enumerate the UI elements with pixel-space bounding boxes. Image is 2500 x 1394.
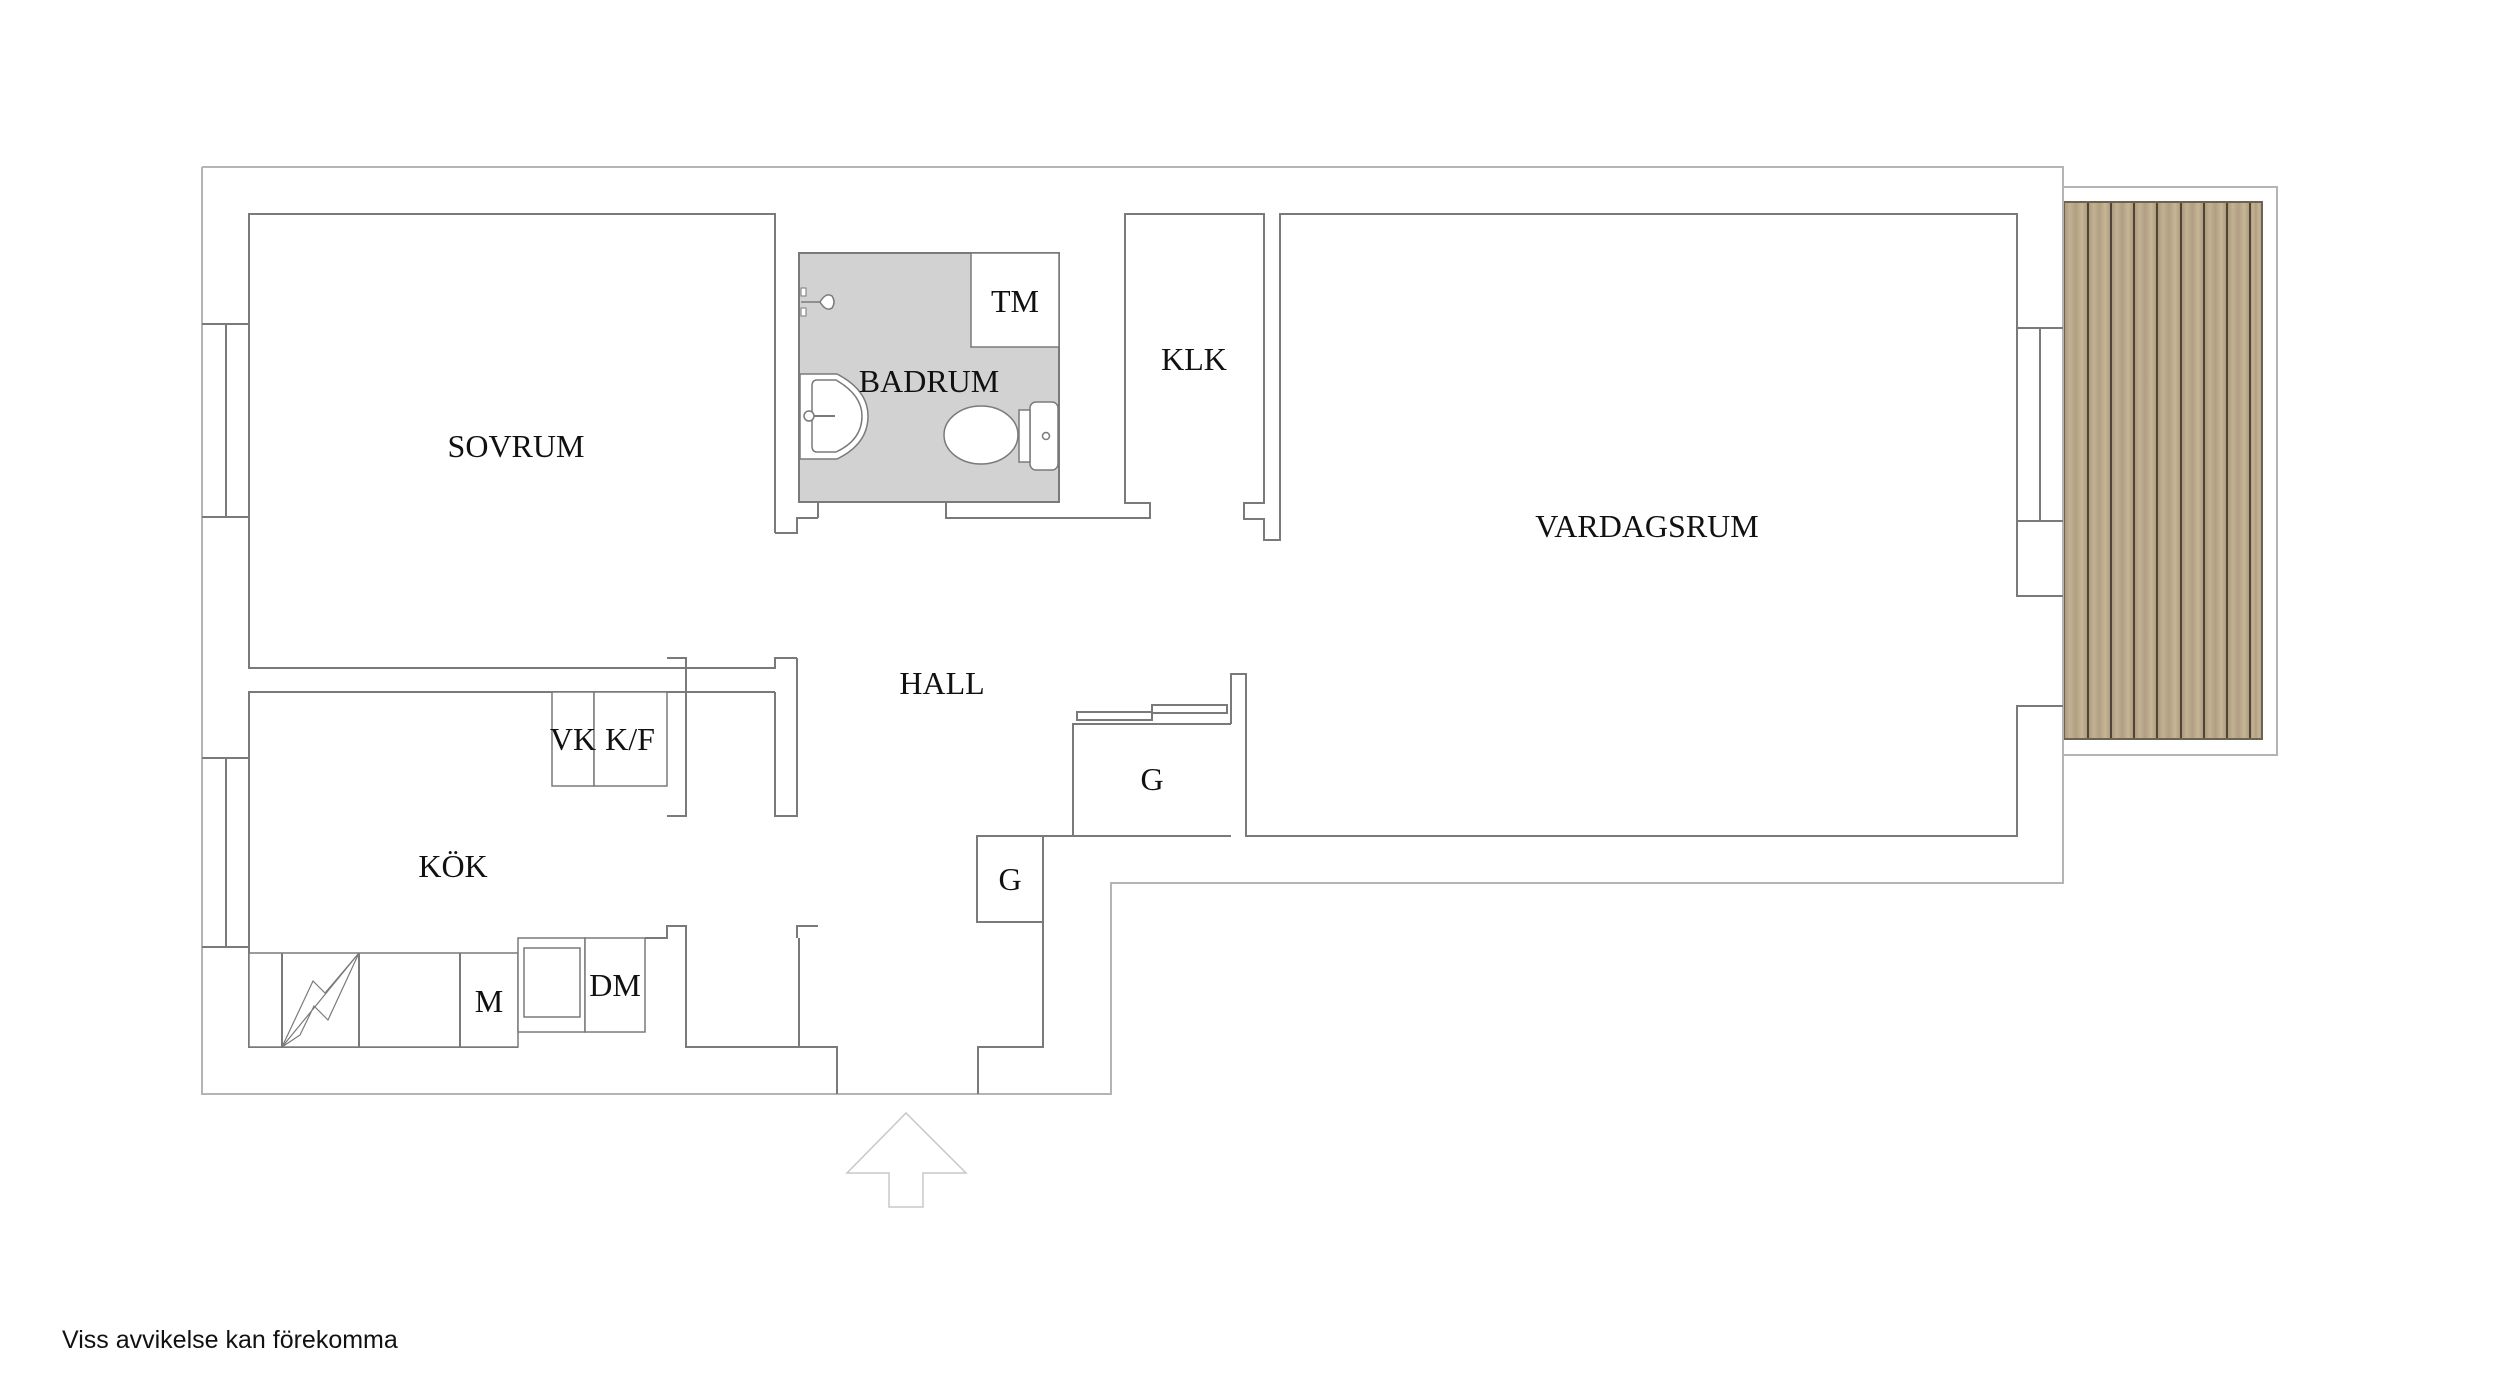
window-kok bbox=[202, 757, 249, 948]
entrance-arrow-icon bbox=[845, 1111, 968, 1208]
room-label-hall: HALL bbox=[899, 665, 984, 701]
deck-planks bbox=[2063, 201, 2263, 740]
fixture-label-g-small: G bbox=[998, 861, 1021, 897]
balcony bbox=[2062, 186, 2278, 756]
room-sovrum bbox=[248, 213, 818, 669]
toilet-icon bbox=[943, 401, 1059, 471]
washing-machine-tm bbox=[970, 252, 1060, 348]
disclaimer-note: Viss avvikelse kan förekomma bbox=[62, 1326, 398, 1354]
fixture-kf-box bbox=[593, 691, 668, 787]
room-label-klk: KLK bbox=[1161, 341, 1227, 377]
room-label-vardagsrum: VARDAGSRUM bbox=[1535, 508, 1758, 544]
kitchen-sink bbox=[523, 947, 581, 1018]
window-vardagsrum bbox=[2017, 327, 2063, 522]
hall-walls bbox=[796, 673, 2063, 1094]
room-badrum bbox=[798, 213, 2063, 597]
room-label-badrum: BADRUM bbox=[859, 363, 999, 399]
fixture-label-m: M bbox=[475, 983, 503, 1019]
fixture-label-g-large: G bbox=[1140, 761, 1163, 797]
window-sovrum bbox=[202, 323, 249, 518]
room-label-kok: KÖK bbox=[418, 848, 487, 884]
fixture-label-tm: TM bbox=[991, 283, 1039, 319]
dishwasher-dm bbox=[584, 937, 646, 1033]
sink-icon bbox=[799, 373, 869, 460]
shower-icon bbox=[800, 287, 835, 317]
fixture-label-dm: DM bbox=[589, 967, 641, 1003]
room-kok bbox=[248, 657, 799, 1048]
fixture-label-vk: VK bbox=[550, 721, 596, 757]
room-label-sovrum: SOVRUM bbox=[448, 428, 585, 464]
sliding-door-1 bbox=[1076, 711, 1153, 721]
outer-walls bbox=[201, 166, 2064, 1095]
electrical-panel-icon bbox=[281, 952, 360, 1048]
fixture-vk-box bbox=[551, 691, 595, 787]
fixture-label-kf: K/F bbox=[605, 721, 655, 757]
sliding-door-2 bbox=[1151, 704, 1228, 714]
